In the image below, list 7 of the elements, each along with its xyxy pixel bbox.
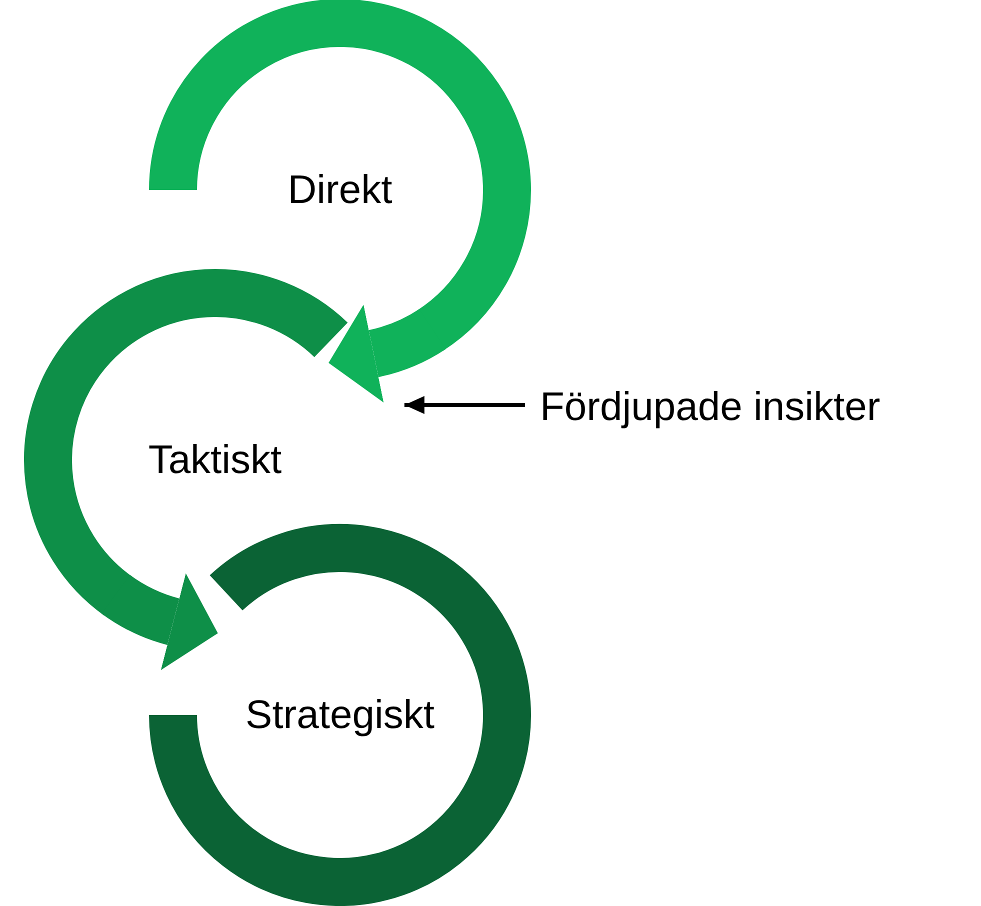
annotation-text: Fördjupade insikter [540,387,880,427]
arrowhead [329,305,445,402]
arrowhead [102,574,218,670]
stage-label: Taktiskt [148,440,282,480]
arrow [404,396,525,414]
stage-label: Direkt [288,170,392,210]
stage-label: Strategiskt [246,695,434,735]
